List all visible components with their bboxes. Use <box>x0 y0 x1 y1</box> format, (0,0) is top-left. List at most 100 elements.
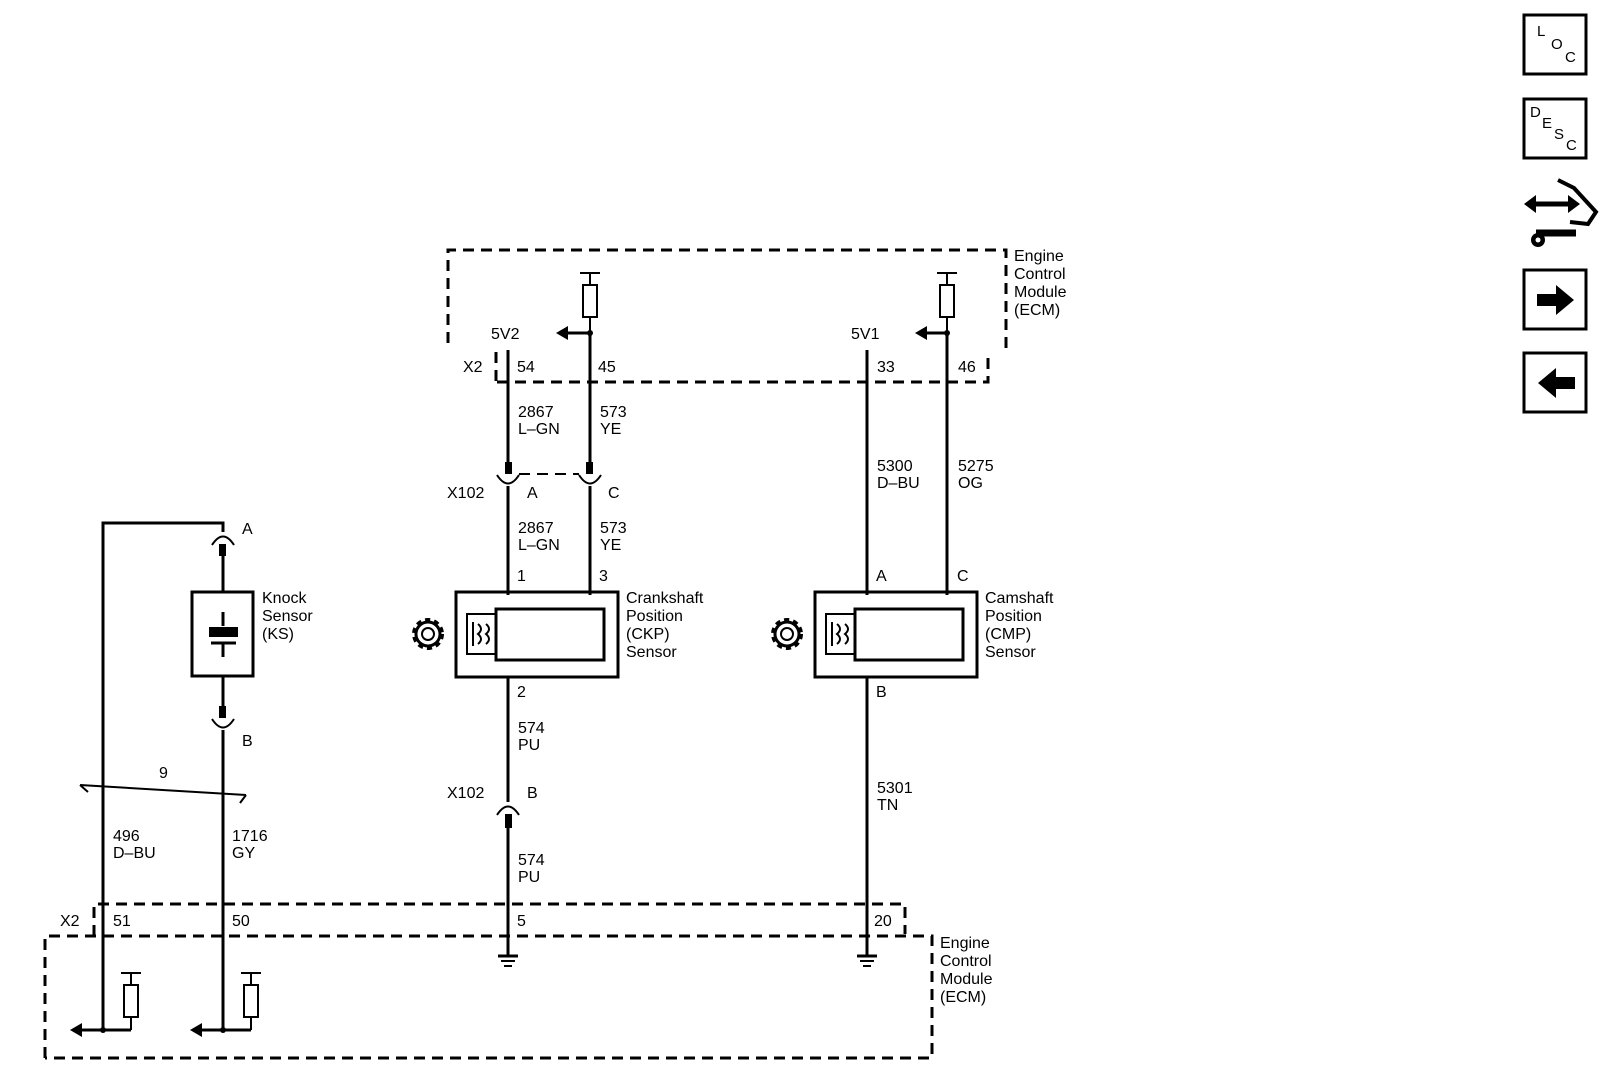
pin-20: 20 <box>874 913 892 930</box>
ks-label-2: Sensor <box>262 608 313 625</box>
ecm-bottom-connector: X2 <box>60 913 80 930</box>
wire-496-circuit: 496 <box>113 828 140 845</box>
desc-letter-c: C <box>1566 137 1577 154</box>
ks-label-3: (KS) <box>262 626 294 643</box>
ckp-label-3: (CKP) <box>626 626 670 643</box>
ecm-bottom-label-2: Control <box>940 953 992 970</box>
wire-5300-circuit: 5300 <box>877 458 913 475</box>
arrow-left-icon <box>1538 368 1575 398</box>
next-button[interactable] <box>1522 268 1588 331</box>
wire-5275-color: OG <box>958 475 983 492</box>
loc-letter-l: L <box>1537 23 1545 40</box>
wire-5301-circuit: 5301 <box>877 780 913 797</box>
pin-54: 54 <box>517 359 535 376</box>
ks-pin-a: A <box>242 521 253 538</box>
ecm-top-label-2: Control <box>1014 266 1066 283</box>
x102-pin-a: A <box>527 485 538 502</box>
ckp-label-2: Position <box>626 608 683 625</box>
wire-573-circuit-upper: 573 <box>600 404 627 421</box>
cmp-pin-b: B <box>876 684 887 701</box>
ckp-pin-3: 3 <box>599 568 608 585</box>
x102-connector-bottom: X102 <box>447 785 484 802</box>
ecm-top: Engine Control Module (ECM) X2 5V2 5V1 5… <box>446 248 1067 384</box>
connector-wrench-icon <box>1524 178 1599 247</box>
twist-count: 9 <box>159 765 168 782</box>
ecm-bottom-label-3: Module <box>940 971 993 988</box>
wire-574-circuit-upper: 574 <box>518 720 545 737</box>
wire-496-color: D–BU <box>113 845 156 862</box>
wire-5301-color: TN <box>877 797 898 814</box>
ckp-pin-2: 2 <box>517 684 526 701</box>
pin-50: 50 <box>232 913 250 930</box>
ks-shield-input <box>70 972 141 1037</box>
wire-573-color-lower: YE <box>600 537 621 554</box>
ecm-top-label-3: Module <box>1014 284 1067 301</box>
desc-letter-d: D <box>1530 104 1541 121</box>
wire-1716-color: GY <box>232 845 255 862</box>
ckp-label-1: Crankshaft <box>626 590 704 607</box>
knock-circuit: A Knock Sensor (KS) B 9 496 D–BU 1716 GY <box>79 521 313 1030</box>
desc-letter-s: S <box>1554 126 1564 143</box>
cmp-gear-icon <box>771 618 803 650</box>
cmp-label-3: (CMP) <box>985 626 1031 643</box>
ground-icon <box>498 954 518 967</box>
cmp-circuit: 5300 D–BU 5275 OG A C B Camshaft Positio… <box>771 333 1054 967</box>
ckp-label-4: Sensor <box>626 644 677 661</box>
pin-46: 46 <box>958 359 976 376</box>
ecm-top-connector: X2 <box>463 359 483 376</box>
cmp-pin-a: A <box>876 568 887 585</box>
ecm-top-label-1: Engine <box>1014 248 1064 265</box>
wire-574-color-lower: PU <box>518 869 540 886</box>
supply-5v1: 5V1 <box>851 326 880 343</box>
ckp-pullup <box>556 272 600 340</box>
pin-5: 5 <box>517 913 526 930</box>
loc-button[interactable]: L O C <box>1522 13 1588 76</box>
loc-letter-o: O <box>1551 36 1563 53</box>
ecm-bottom-label-1: Engine <box>940 935 990 952</box>
wire-574-circuit-lower: 574 <box>518 852 545 869</box>
previous-button[interactable] <box>1522 351 1588 414</box>
arrow-right-icon <box>1537 285 1574 315</box>
ckp-circuit: X102 A C 2867 L–GN 573 YE 2867 L–GN 573 … <box>412 333 704 967</box>
desc-letter-e: E <box>1542 115 1552 132</box>
ks-signal-input <box>190 972 261 1037</box>
cmp-pullup <box>915 272 957 340</box>
x102-pin-c: C <box>608 485 620 502</box>
x102-pin-b: B <box>527 785 538 802</box>
wire-2867-circuit-upper: 2867 <box>518 404 554 421</box>
loc-letter-c: C <box>1565 49 1576 66</box>
cmp-pin-c: C <box>957 568 969 585</box>
desc-button[interactable]: D E S C <box>1522 97 1588 160</box>
cmp-label-4: Sensor <box>985 644 1036 661</box>
wire-573-color-upper: YE <box>600 421 621 438</box>
cmp-label-1: Camshaft <box>985 590 1054 607</box>
twisted-pair-marker <box>79 784 247 804</box>
pin-51: 51 <box>113 913 131 930</box>
ks-pin-b: B <box>242 733 253 750</box>
ecm-top-label-4: (ECM) <box>1014 302 1060 319</box>
wire-2867-color-lower: L–GN <box>518 537 560 554</box>
knock-sensor: Knock Sensor (KS) <box>190 590 313 678</box>
ground-icon <box>857 954 877 967</box>
wire-2867-circuit-lower: 2867 <box>518 520 554 537</box>
ckp-sensor: 1 3 2 Crankshaft Position (CKP) Sensor <box>454 568 704 701</box>
wire-574-color-upper: PU <box>518 737 540 754</box>
wire-1716-circuit: 1716 <box>232 828 268 845</box>
connector-view-button[interactable] <box>1524 178 1599 247</box>
pin-45: 45 <box>598 359 616 376</box>
ecm-bottom: X2 51 50 5 20 Engine Control Module (ECM… <box>43 902 993 1060</box>
wire-5275-circuit: 5275 <box>958 458 994 475</box>
pin-33: 33 <box>877 359 895 376</box>
ecm-bottom-label-4: (ECM) <box>940 989 986 1006</box>
ckp-pin-1: 1 <box>517 568 526 585</box>
supply-5v2: 5V2 <box>491 326 520 343</box>
wire-5300-color: D–BU <box>877 475 920 492</box>
cmp-label-2: Position <box>985 608 1042 625</box>
wire-2867-color-upper: L–GN <box>518 421 560 438</box>
cmp-sensor: A C B Camshaft Position (CMP) Sensor <box>813 568 1054 701</box>
ks-label-1: Knock <box>262 590 307 607</box>
ckp-gear-icon <box>412 618 444 650</box>
x102-connector-top: X102 <box>447 485 484 502</box>
wire-573-circuit-lower: 573 <box>600 520 627 537</box>
